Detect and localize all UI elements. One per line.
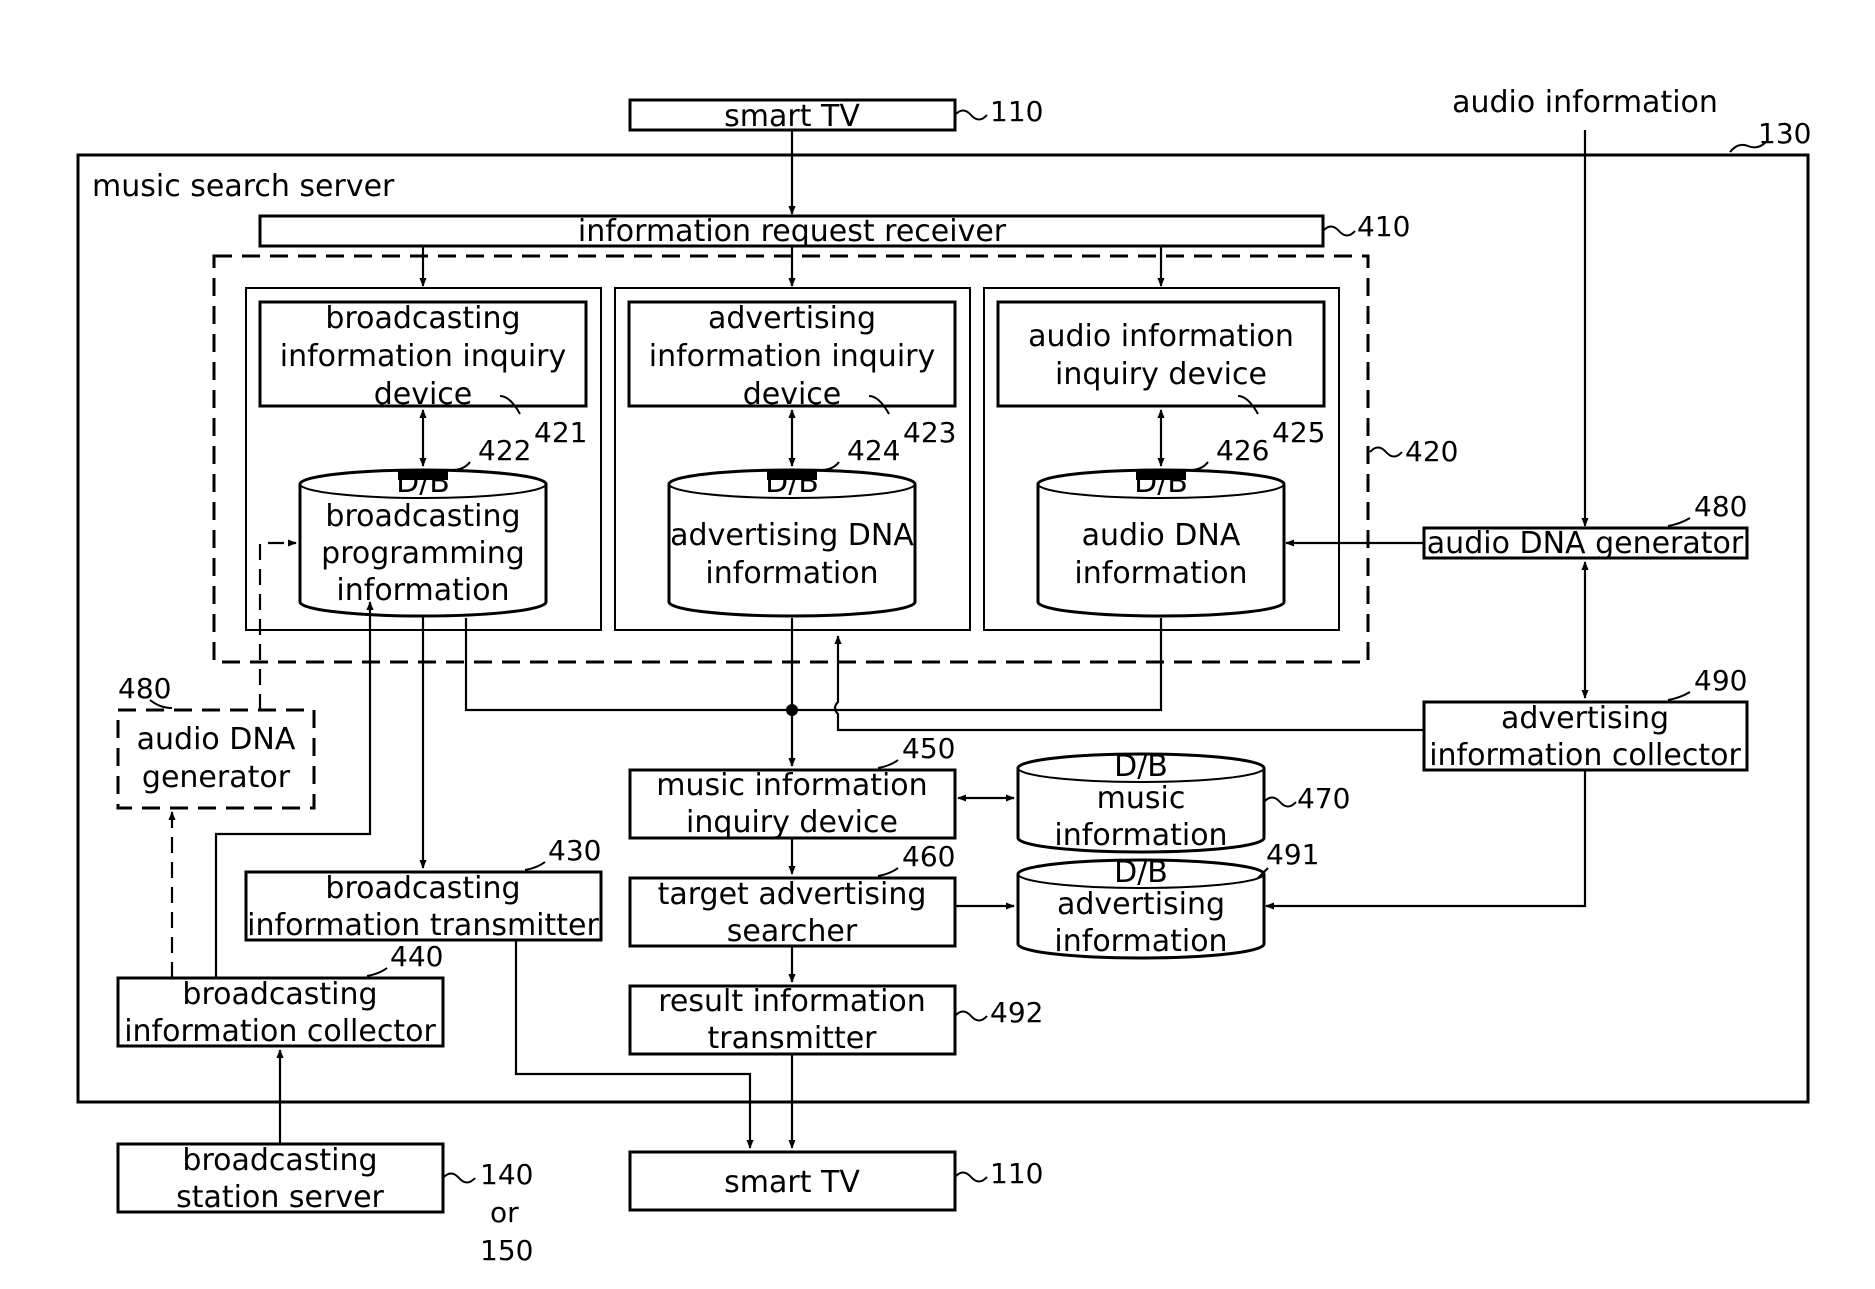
audio-information-input-label: audio information [1452,85,1718,120]
target-searcher-line1: target advertising [658,877,927,912]
db-marker-advertising: D/B [1114,855,1168,890]
station-server-line2: station server [176,1180,384,1215]
db-music-line1: music [1097,781,1186,816]
audio-dna-generator-right-label: audio DNA generator [1427,526,1744,561]
db-marker-advertising-dna: D/B [765,465,819,500]
advertising-inquiry-line3: device [743,377,842,412]
music-inquiry-line2: inquiry device [686,805,898,840]
db-advertising-line2: information [1054,924,1227,959]
ref-440-leader [367,968,387,976]
ref-460: 460 [902,840,955,873]
db-broadcasting-line1: broadcasting [325,499,520,534]
result-transmitter-line2: transmitter [708,1021,878,1056]
ref-130: 130 [1758,117,1811,150]
ref-422-leader [452,462,470,470]
ref-480-right-leader [1668,518,1690,526]
ref-470-leader [1264,798,1296,807]
ref-491: 491 [1266,838,1319,871]
ref-410: 410 [1357,210,1410,243]
music-search-server-boundary [78,155,1808,1102]
broadcasting-collector-line2: information collector [124,1014,436,1049]
db-advertising-line1: advertising [1057,887,1225,922]
ref-420-leader [1370,448,1402,457]
ref-492: 492 [990,996,1043,1029]
ref-470: 470 [1297,782,1350,815]
ref-424: 424 [847,434,900,467]
server-title: music search server [92,169,395,204]
broadcasting-inquiry-line3: device [374,377,473,412]
audio-dna-generator-left-line2: generator [142,760,291,795]
db-marker-broadcasting: D/B [396,465,450,500]
ref-410-leader [1323,227,1355,236]
db-marker-music: D/B [1114,749,1168,784]
ref-420: 420 [1405,435,1458,468]
ref-422: 422 [478,434,531,467]
db-marker-audio-dna: D/B [1134,465,1188,500]
audio-inquiry-line2: inquiry device [1055,357,1267,392]
ref-430-leader [525,862,545,870]
broadcasting-collector-line1: broadcasting [182,977,377,1012]
ref-450-leader [878,760,898,768]
target-searcher-line2: searcher [727,914,858,949]
station-server-line1: broadcasting [182,1143,377,1178]
audio-dna-generator-left-line1: audio DNA [137,722,296,757]
ref-425: 425 [1272,416,1325,449]
broadcasting-inquiry-line2: information inquiry [280,339,567,374]
ref-490-leader [1668,692,1690,700]
broadcasting-transmitter-line2: information transmitter [247,908,599,943]
ref-480-right: 480 [1694,490,1747,523]
ref-140-line3: 150 [480,1234,533,1267]
ref-480-left: 480 [118,672,171,705]
ref-426-leader [1190,462,1208,470]
db-broadcasting-line2: programming [321,536,525,571]
ref-424-leader [821,462,839,470]
ref-426: 426 [1216,434,1269,467]
ref-430: 430 [548,834,601,867]
advertising-collector-line1: advertising [1501,701,1669,736]
db-music-line2: information [1054,818,1227,853]
smart-tv-top-label: smart TV [724,99,860,134]
db-audio-dna-line2: information [1074,556,1247,591]
ref-460-leader [878,868,898,876]
ref-110-top: 110 [990,95,1043,128]
ref-110-top-leader [955,111,987,120]
result-transmitter-line1: result information [658,984,926,1019]
ref-140-leader [443,1174,475,1183]
db-advertising-dna-line2: information [705,556,878,591]
ref-110-bottom-leader [955,1173,987,1182]
music-inquiry-line1: music information [656,768,927,803]
db-broadcasting-line3: information [336,573,509,608]
ref-421: 421 [534,416,587,449]
advertising-inquiry-line1: advertising [708,301,876,336]
ref-140-line1: 140 [480,1158,533,1191]
db-audio-dna-line1: audio DNA [1082,518,1241,553]
ref-140-line2: or [490,1196,519,1229]
db-advertising-dna-line1: advertising DNA [670,518,914,553]
ref-450: 450 [902,732,955,765]
information-request-receiver-label: information request receiver [578,214,1007,249]
audio-inquiry-line1: audio information [1028,319,1294,354]
broadcasting-transmitter-line1: broadcasting [325,871,520,906]
ref-492-leader [955,1012,987,1021]
ref-440: 440 [390,940,443,973]
ref-110-bottom: 110 [990,1157,1043,1190]
ref-490: 490 [1694,664,1747,697]
ref-423: 423 [903,416,956,449]
smart-tv-bottom-label: smart TV [724,1165,860,1200]
advertising-collector-line2: information collector [1429,738,1741,773]
advertising-inquiry-line2: information inquiry [649,339,936,374]
broadcasting-inquiry-line1: broadcasting [325,301,520,336]
